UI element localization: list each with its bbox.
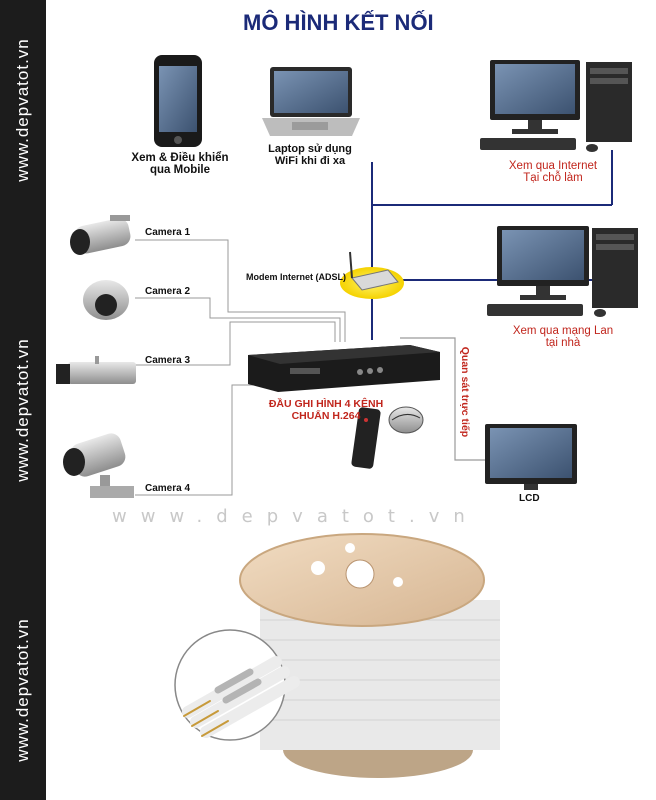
direct-view-line — [400, 337, 485, 461]
watermark-text: www.depvatot.vn — [112, 506, 479, 527]
dvr-recorder-icon — [248, 345, 440, 392]
modem-label: Modem Internet (ADSL) — [246, 272, 346, 282]
camera-cables — [135, 239, 346, 496]
camera-1-label: Camera 1 — [145, 227, 191, 238]
desktop-pc-internet-icon — [480, 60, 632, 152]
modem-router-icon — [340, 251, 404, 299]
mouse-icon — [388, 406, 424, 434]
lcd-label: LCD — [519, 493, 540, 504]
lcd-monitor-icon — [485, 424, 577, 490]
mobile-phone-icon — [154, 55, 202, 147]
desktop-pc-lan-icon — [487, 226, 638, 317]
camera-2-label: Camera 2 — [145, 286, 191, 297]
dome-camera-icon — [83, 280, 129, 320]
cable-closeup-icon — [174, 629, 300, 741]
box-camera-icon — [56, 356, 136, 384]
diagram-title: MÔ HÌNH KẾT NỐI — [243, 10, 434, 35]
bullet-camera-icon — [70, 215, 131, 255]
camera-4-label: Camera 4 — [145, 483, 191, 494]
outdoor-camera-icon — [63, 433, 134, 498]
cable-spool-icon — [239, 533, 500, 778]
laptop-icon — [262, 67, 360, 136]
sidebar-band: www.depvatot.vn www.depvatot.vn www.depv… — [0, 0, 46, 800]
remote-control-icon — [351, 407, 381, 469]
camera-3-label: Camera 3 — [145, 355, 191, 366]
